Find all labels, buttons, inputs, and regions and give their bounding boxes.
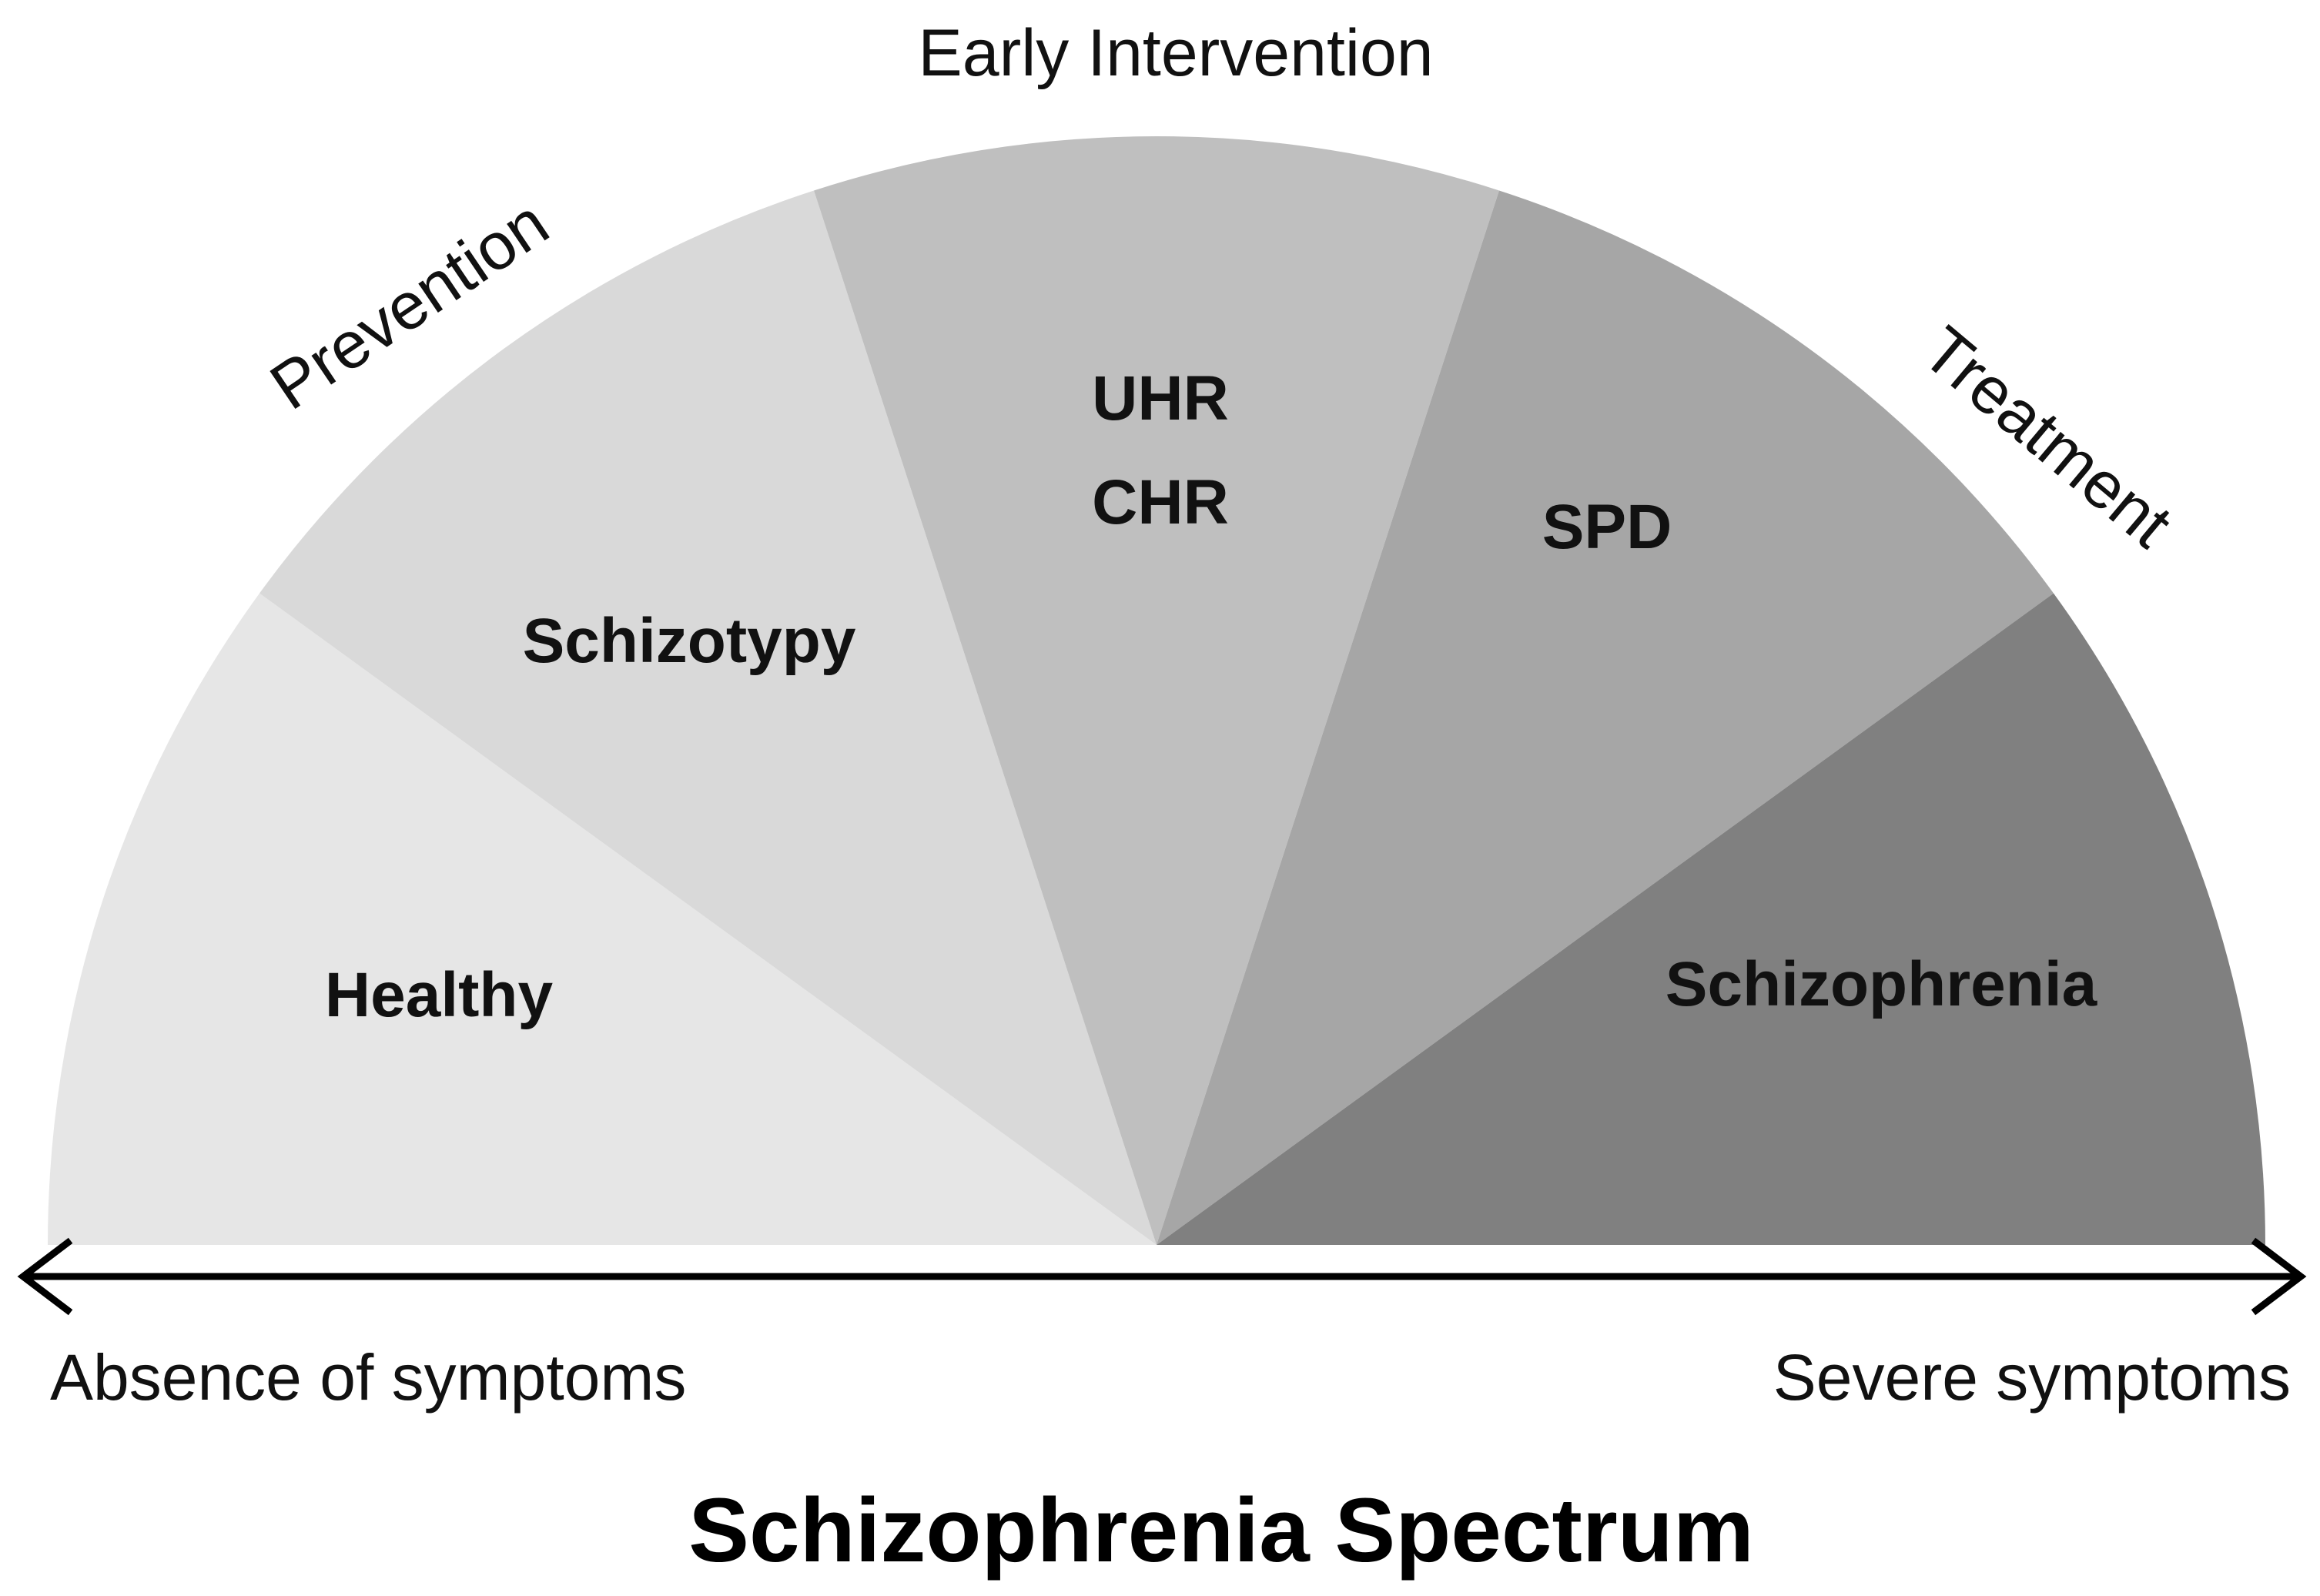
schizotypy-label: Schizotypy <box>523 606 856 676</box>
right-arrowhead-icon <box>2251 1237 2307 1316</box>
healthy-label: Healthy <box>325 960 554 1030</box>
segment-schizophrenia <box>1157 593 2265 1245</box>
diagram-title: Schizophrenia Spectrum <box>688 1480 1754 1581</box>
segment-healthy <box>48 593 1157 1245</box>
segment-uhr-chr <box>814 136 1499 1245</box>
spectrum-segments <box>48 136 2265 1246</box>
uhr-label: UHR <box>1092 363 1229 433</box>
early-intervention-label: Early Intervention <box>918 16 1433 90</box>
left-arrowhead-icon <box>17 1237 73 1316</box>
schizophrenia-label: Schizophrenia <box>1666 949 2098 1019</box>
segment-schizotypy <box>259 190 1157 1246</box>
absence-of-symptoms-label: Absence of symptoms <box>50 1341 686 1414</box>
chr-label: CHR <box>1092 467 1229 537</box>
severe-symptoms-label: Severe symptoms <box>1773 1341 2291 1414</box>
symptom-axis-arrow <box>17 1237 2307 1316</box>
spd-label: SPD <box>1542 492 1672 562</box>
segment-spd <box>1157 190 2054 1246</box>
